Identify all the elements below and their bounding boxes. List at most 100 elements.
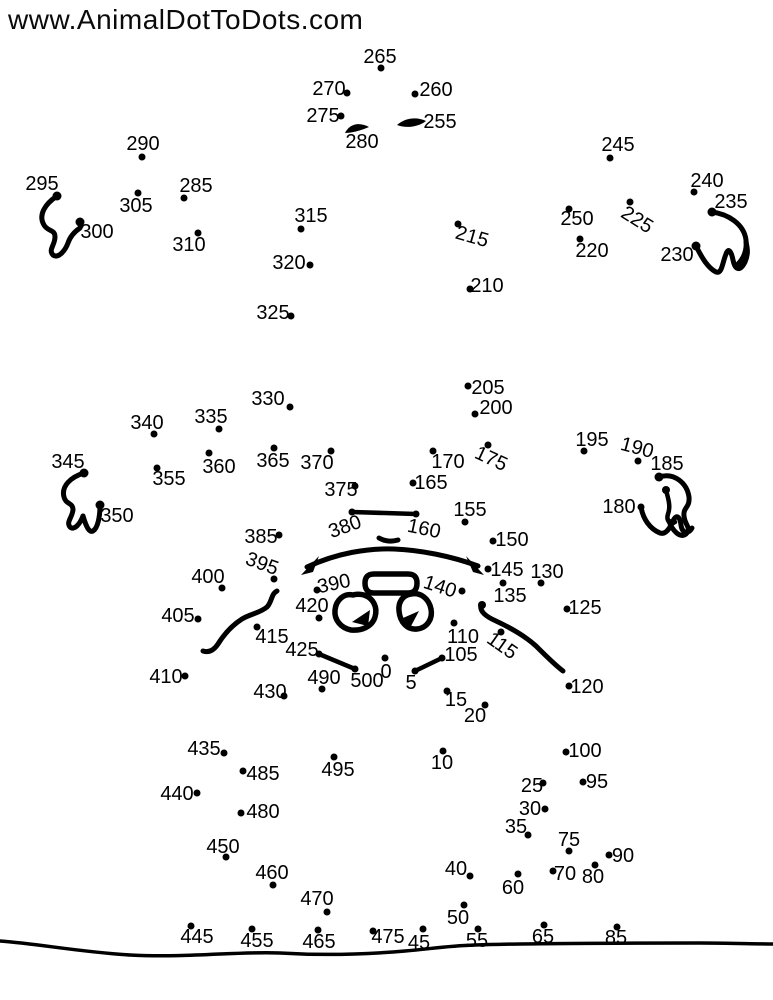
dot-105 [438, 654, 446, 662]
dot-165 [409, 479, 417, 487]
dot-number-265: 265 [363, 46, 397, 68]
dot-290 [138, 153, 146, 161]
dot-number-415: 415 [255, 626, 289, 648]
dot-number-105: 105 [444, 644, 478, 666]
dot-425 [315, 650, 323, 658]
dot-145 [484, 565, 492, 573]
dot-115 [497, 628, 505, 636]
dot-number-280: 280 [345, 131, 379, 153]
dot-number-285: 285 [179, 175, 213, 197]
dot-215 [454, 220, 462, 228]
claw-inner-dot [662, 486, 670, 494]
dot-130 [537, 579, 545, 587]
dot-number-35: 35 [504, 816, 528, 838]
dot-50 [460, 901, 468, 909]
dot-140 [458, 587, 466, 595]
dot-150 [489, 537, 497, 545]
dot-number-95: 95 [585, 771, 609, 793]
dot-330 [286, 403, 294, 411]
dot-number-145: 145 [490, 559, 524, 581]
dot-number-195: 195 [575, 429, 609, 451]
dot-number-120: 120 [570, 676, 604, 698]
dot-300 [75, 217, 85, 227]
right-mid-claw-c [638, 504, 695, 536]
dot-295 [52, 191, 62, 201]
dot-30 [541, 805, 549, 813]
dot-380 [348, 508, 356, 516]
dot-number-500: 500 [350, 670, 384, 692]
dot-number-445: 445 [180, 926, 214, 948]
dot-number-385: 385 [244, 526, 278, 548]
dot-number-165: 165 [414, 472, 448, 494]
dot-465 [314, 926, 322, 934]
dot-405 [194, 615, 202, 623]
dot-number-90: 90 [611, 845, 635, 867]
dot-265 [377, 64, 385, 72]
dot-number-80: 80 [581, 866, 605, 888]
dot-number-315: 315 [294, 205, 328, 227]
left-upper-claw [39, 193, 84, 259]
dot-450 [222, 853, 230, 861]
dot-number-100: 100 [568, 740, 602, 762]
dot-420 [315, 614, 323, 622]
dot-0 [381, 654, 389, 662]
dot-number-345: 345 [51, 451, 85, 473]
dot-number-400: 400 [191, 566, 225, 588]
dot-190 [634, 457, 642, 465]
ear-tuft-left [345, 124, 369, 133]
dot-number-425: 425 [285, 639, 319, 661]
dot-number-290: 290 [126, 133, 160, 155]
dot-375 [351, 482, 359, 490]
dot-180 [637, 503, 645, 511]
dot-number-40: 40 [444, 858, 468, 880]
dot-220 [576, 235, 584, 243]
dot-number-60: 60 [501, 877, 525, 899]
dot-number-50: 50 [446, 907, 470, 929]
brow-tip-left [301, 556, 319, 575]
dot-110 [450, 619, 458, 627]
line-5-105 [412, 655, 445, 674]
dot-340 [150, 430, 158, 438]
dot-number-350: 350 [100, 505, 134, 527]
dot-number-235: 235 [714, 191, 748, 213]
dot-395 [270, 575, 278, 583]
dot-number-330: 330 [251, 388, 285, 410]
dot-480 [237, 809, 245, 817]
dot-245 [606, 154, 614, 162]
line-425-500 [316, 651, 358, 672]
dot-360 [205, 449, 213, 457]
dot-355 [153, 464, 161, 472]
dot-number-70: 70 [553, 863, 577, 885]
dot-number-245: 245 [601, 134, 635, 156]
dot-20 [481, 701, 489, 709]
dot-number-130: 130 [530, 561, 564, 583]
dot-100 [562, 748, 570, 756]
dot-430 [280, 692, 288, 700]
dot-135 [499, 579, 507, 587]
left-eye [332, 591, 379, 633]
dot-10 [439, 747, 447, 755]
right-eye-wedge [403, 611, 419, 628]
dot-number-490: 490 [307, 667, 341, 689]
right-mid-claw-a [656, 473, 692, 538]
dot-410 [181, 672, 189, 680]
left-eye-wedge [352, 610, 370, 626]
dot-number-460: 460 [255, 862, 289, 884]
dot-number-275: 275 [306, 105, 340, 127]
ear-tuft-right [397, 118, 426, 127]
dot-485 [239, 767, 247, 775]
dot-number-15: 15 [444, 689, 468, 711]
dot-75 [565, 847, 573, 855]
dot-170 [429, 447, 437, 455]
dot-250 [565, 205, 573, 213]
dot-number-295: 295 [25, 173, 59, 195]
dot-number-420: 420 [295, 595, 329, 617]
dot-390 [313, 586, 321, 594]
dot-205 [464, 382, 472, 390]
ground-line [0, 939, 773, 958]
dot-325 [287, 312, 295, 320]
dot-number-230: 230 [660, 244, 694, 266]
dot-number-150: 150 [495, 529, 529, 551]
dot-number-240: 240 [690, 170, 724, 192]
